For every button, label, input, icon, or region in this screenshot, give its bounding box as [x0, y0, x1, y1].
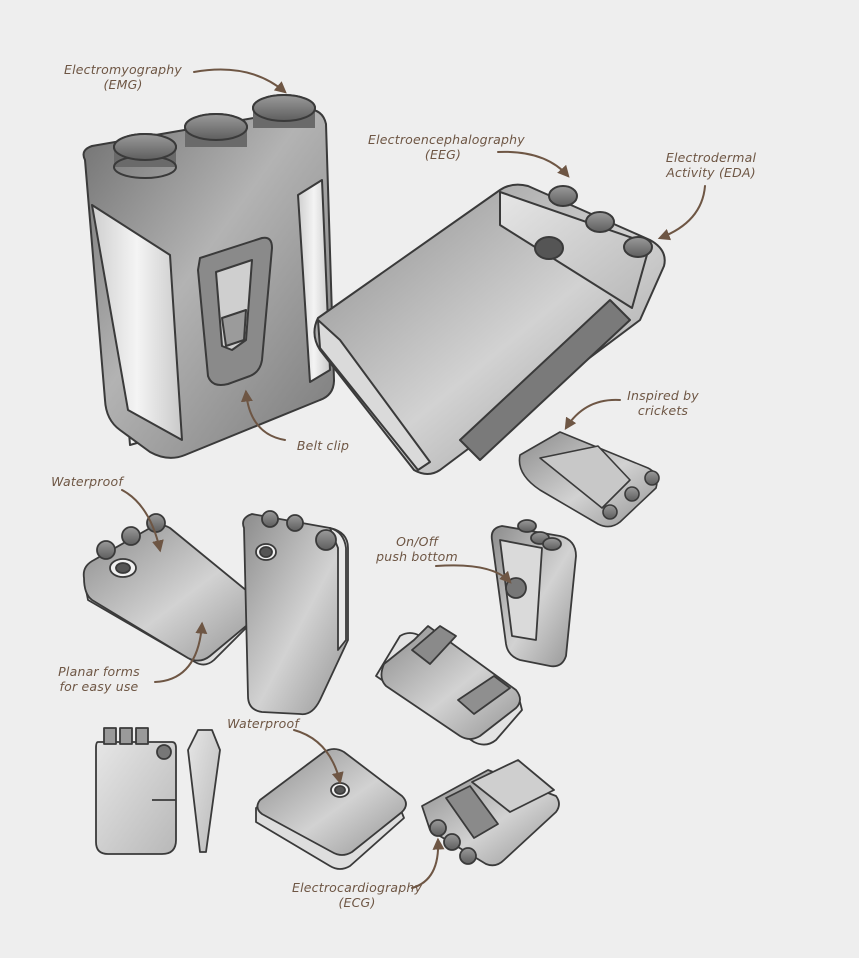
emg-electrode-caps [113, 94, 316, 179]
arrow-waterproof-bottom [293, 729, 344, 785]
arrow-crickets [564, 398, 621, 431]
arrow-ecg [411, 837, 445, 889]
label-emg: Electromyography(EMG) [63, 62, 183, 92]
ecg-device [421, 759, 560, 867]
arrow-planar [154, 621, 208, 683]
cricket-device [518, 431, 660, 528]
onoff-device [490, 519, 577, 668]
front-profile-view [95, 727, 177, 855]
bottom-waterproof-device [255, 748, 407, 870]
annotation-arrows [121, 68, 706, 889]
label-waterproof-top: Waterproof [51, 474, 123, 489]
eeg-electrode-caps [548, 185, 653, 258]
arrow-onoff [435, 564, 512, 584]
arrow-eda [657, 185, 706, 241]
emg-device [82, 94, 335, 459]
planar-waterproof-device [82, 513, 263, 666]
arrow-belt-clip [240, 389, 286, 441]
label-ecg: Electrocardiography(ECG) [292, 880, 423, 910]
label-eeg: Electroencephalography(EEG) [368, 132, 525, 162]
arrow-emg [193, 68, 287, 94]
arrow-eeg [497, 150, 570, 178]
label-belt-clip: Belt clip [296, 438, 350, 453]
tall-standing-device [242, 510, 349, 716]
side-profile-view [187, 729, 221, 853]
clip-device [375, 625, 523, 746]
eeg-device [313, 183, 666, 475]
arrow-waterproof-top [121, 489, 164, 553]
label-waterproof-bottom: Waterproof [227, 716, 299, 731]
